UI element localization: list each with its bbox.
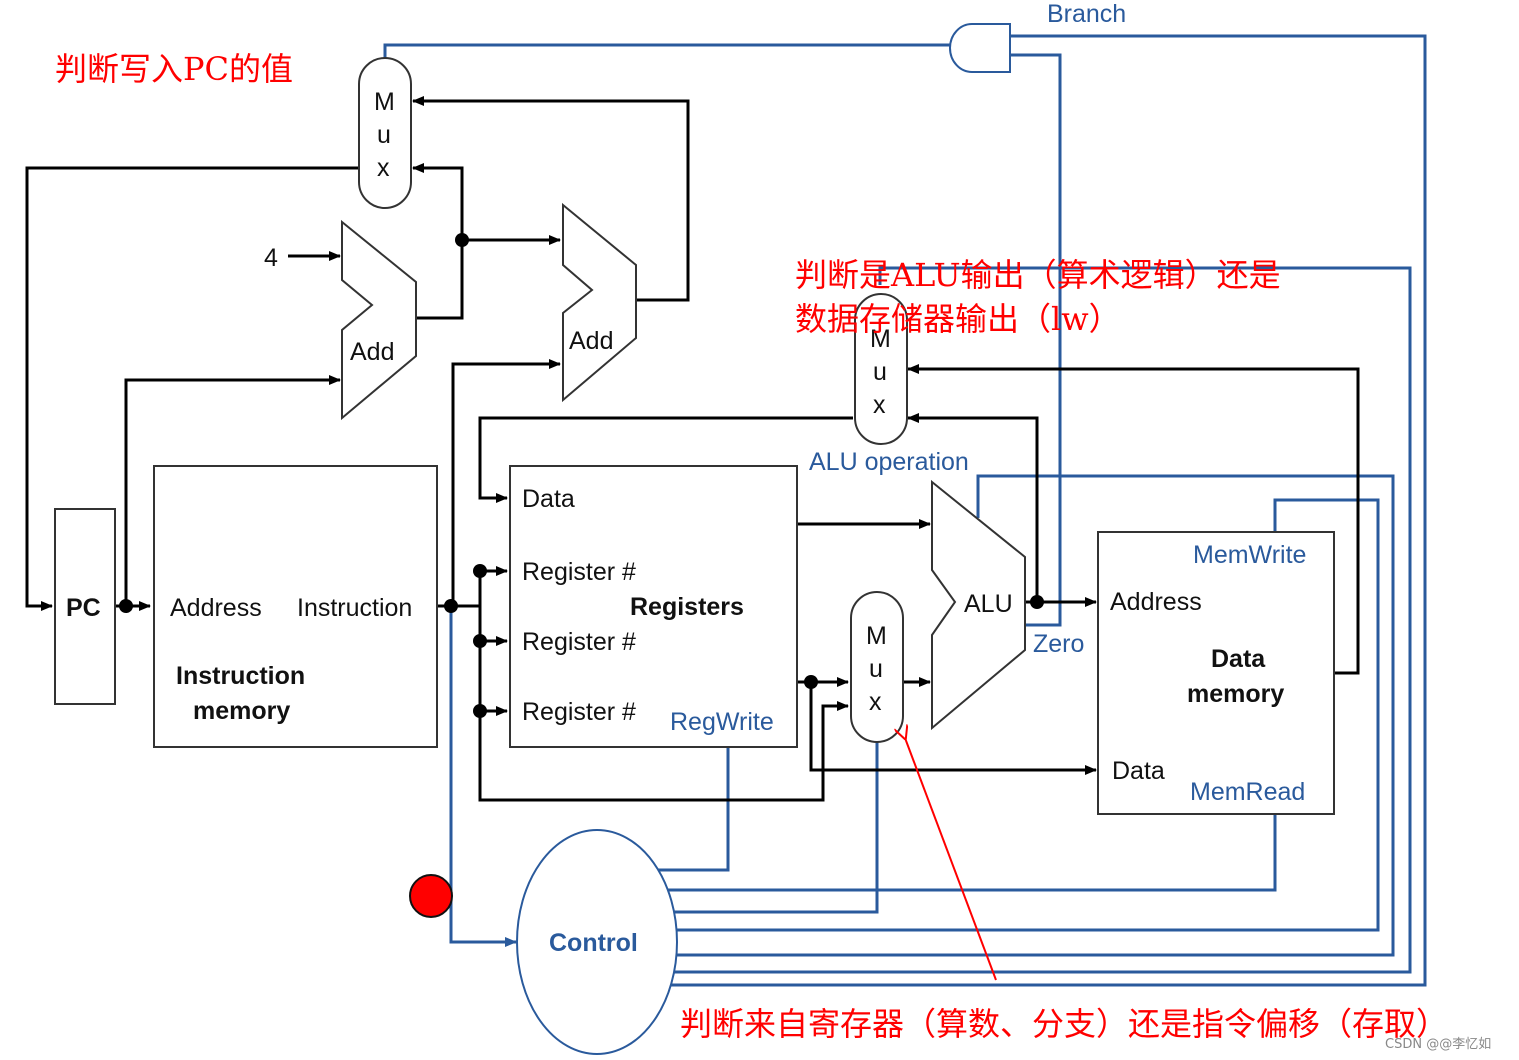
pcmux-to-pc-wire xyxy=(25,166,358,611)
imem-instruction-label: Instruction xyxy=(297,594,412,622)
regwrite-wire xyxy=(655,748,730,872)
control-label: Control xyxy=(549,929,638,957)
alu-to-wbmux-wire xyxy=(907,413,1039,602)
annotation-pc-mux: 判断写入PC的值 xyxy=(55,50,293,88)
adder-1 xyxy=(341,219,417,421)
pc-label: PC xyxy=(66,594,101,622)
red-dot-marker xyxy=(409,874,453,918)
imem-address-label: Address xyxy=(170,594,262,622)
writeback-mux[interactable] xyxy=(854,293,908,445)
dmem-data-label: Data xyxy=(1112,757,1165,785)
wbmux-to-regdata-wire xyxy=(478,416,853,503)
alu xyxy=(931,479,1026,731)
branch-wire xyxy=(668,34,1427,987)
add2-to-pcmux-wire xyxy=(412,96,690,302)
instr-to-control-wire xyxy=(449,606,517,947)
pc-to-add1-wire xyxy=(124,375,341,606)
register-file xyxy=(509,465,798,748)
pcsrc-wire xyxy=(383,43,952,62)
memread-wire xyxy=(664,814,1277,892)
imem-title-line1: Instruction xyxy=(176,662,305,690)
reg-read2-port-label: Register # xyxy=(522,628,636,656)
watermark: CSDN @@李忆如 xyxy=(1385,1036,1491,1052)
pc-mux-letter-x: x xyxy=(377,154,390,182)
imm-to-alusrc-wire xyxy=(478,571,849,802)
pc-mux[interactable] xyxy=(358,57,412,209)
annotation-wb-mux-line1: 判断是ALU输出（算术逻辑）还是 xyxy=(795,256,1281,294)
pc-mux-letter-u: u xyxy=(377,121,391,149)
control-wires xyxy=(383,34,1427,987)
memwrite-wire xyxy=(677,498,1380,932)
annotation-arrow xyxy=(905,738,997,981)
branch-label: Branch xyxy=(1047,0,1126,28)
dmem-title-line1: Data xyxy=(1211,645,1266,673)
zero-label: Zero xyxy=(1033,630,1084,658)
alusrc-wire xyxy=(670,742,879,914)
alu-label: ALU xyxy=(964,590,1013,618)
reg-write-port-label: Register # xyxy=(522,698,636,726)
wb-mux-letter-x: x xyxy=(873,391,886,419)
adder-1-label: Add xyxy=(350,338,394,366)
wb-mux-letter-m: M xyxy=(870,325,891,353)
alu-operation-label: ALU operation xyxy=(809,448,969,476)
reg-read1-port-label: Register # xyxy=(522,558,636,586)
memwrite-label: MemWrite xyxy=(1193,541,1306,569)
reg-data-port-label: Data xyxy=(522,485,575,513)
dmem-address-label: Address xyxy=(1110,588,1202,616)
instr-to-add2-wire xyxy=(451,359,561,606)
aluop-wire xyxy=(675,474,1395,957)
dmem-to-wbmux-wire xyxy=(907,364,1360,675)
alu-src-mux[interactable] xyxy=(850,591,904,743)
add1-to-pcmux-wire xyxy=(412,163,464,320)
branch-and-gate xyxy=(949,23,1011,73)
adder-2-label: Add xyxy=(569,327,613,355)
pc-mux-letter-m: M xyxy=(374,88,395,116)
instruction-memory xyxy=(153,465,438,748)
annotation-alu-src-mux: 判断来自寄存器（算数、分支）还是指令偏移（存取） xyxy=(680,1005,1448,1043)
datapath-wires xyxy=(25,96,1360,802)
registers-title: Registers xyxy=(630,593,744,621)
regout2-to-dmem-wire xyxy=(809,682,1097,775)
memtoreg-wire xyxy=(672,266,1412,974)
annotation-wb-mux-line2: 数据存储器输出（lw） xyxy=(795,300,1121,338)
alusrc-mux-letter-u: u xyxy=(869,655,883,683)
constant-four: 4 xyxy=(264,244,278,272)
zero-wire xyxy=(1010,53,1062,627)
dmem-title-line2: memory xyxy=(1187,680,1284,708)
wb-mux-letter-u: u xyxy=(873,358,887,386)
control-unit xyxy=(516,829,678,1055)
memread-label: MemRead xyxy=(1190,778,1305,806)
adder-2 xyxy=(562,202,637,403)
data-memory xyxy=(1097,531,1335,815)
pc-register xyxy=(54,508,116,705)
alusrc-mux-letter-x: x xyxy=(869,688,882,716)
imem-title-line2: memory xyxy=(193,697,290,725)
alusrc-mux-letter-m: M xyxy=(866,622,887,650)
regwrite-label: RegWrite xyxy=(670,708,774,736)
junction-dots xyxy=(119,233,1044,718)
